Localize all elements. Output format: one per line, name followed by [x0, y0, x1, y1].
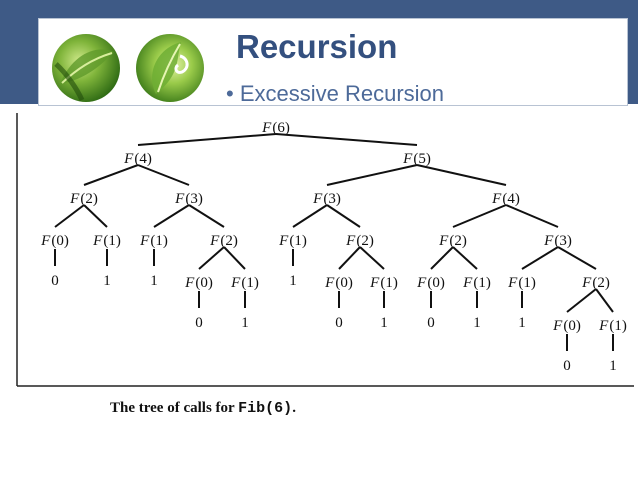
tree-node: F(0)	[324, 275, 353, 291]
tree-edge	[137, 133, 277, 146]
tree-node: F(4)	[123, 151, 152, 167]
tree-node: F(3)	[312, 191, 341, 207]
tree-node: F(1)	[369, 275, 398, 291]
tree-node: F(4)	[491, 191, 520, 207]
slide-header: Recursion • Excessive Recursion	[0, 0, 638, 106]
leaf-image	[52, 34, 120, 102]
base-case-value: 1	[518, 315, 526, 331]
tree-node: F(1)	[230, 275, 259, 291]
base-case-value: 0	[195, 315, 203, 331]
tree-edge	[521, 246, 559, 270]
tree-node: F(0)	[552, 318, 581, 334]
base-case-value: 1	[473, 315, 481, 331]
tree-edge	[326, 164, 418, 186]
tree-node: F(2)	[581, 275, 610, 291]
tree-node: F(1)	[598, 318, 627, 334]
tree-edge	[223, 246, 246, 270]
tree-node: F(1)	[278, 233, 307, 249]
tree-node: F(2)	[345, 233, 374, 249]
base-case-value: 1	[150, 273, 158, 289]
tree-edge	[359, 246, 385, 270]
tree-node: F(0)	[40, 233, 69, 249]
tree-edge	[153, 204, 190, 228]
tree-node: F(2)	[69, 191, 98, 207]
tree-edge	[83, 204, 108, 228]
tree-edge	[292, 204, 328, 228]
tree-node: F(3)	[174, 191, 203, 207]
tree-edge	[595, 288, 614, 313]
base-case-value: 0	[563, 358, 571, 374]
tree-node: F(2)	[209, 233, 238, 249]
tree-edge	[430, 246, 454, 270]
base-case-value: 1	[241, 315, 249, 331]
tree-edge	[505, 204, 559, 228]
caption-suffix: .	[292, 400, 296, 416]
tree-node: F(6)	[261, 120, 290, 136]
tree-edge	[275, 133, 418, 146]
tree-node: F(0)	[184, 275, 213, 291]
tree-edge	[137, 164, 190, 186]
tree-edge	[557, 246, 597, 270]
base-case-value: 0	[51, 273, 59, 289]
tree-node: F(2)	[438, 233, 467, 249]
base-case-value: 1	[103, 273, 111, 289]
tree-edge	[326, 204, 361, 228]
slide-title: Recursion	[236, 28, 398, 65]
tree-edge	[416, 164, 507, 186]
tree-node: F(0)	[416, 275, 445, 291]
tree-node: F(1)	[507, 275, 536, 291]
tree-edge	[83, 164, 139, 186]
base-case-value: 0	[427, 315, 435, 331]
base-case-value: 0	[335, 315, 343, 331]
slide-bullet: • Excessive Recursion	[226, 81, 445, 106]
tree-edge	[188, 204, 225, 228]
tree-node: F(1)	[462, 275, 491, 291]
tree-edge	[566, 288, 597, 313]
base-case-value: 1	[289, 273, 297, 289]
tree-edge	[452, 246, 478, 270]
leaf-image	[136, 34, 204, 102]
caption-text: The tree of calls for	[110, 400, 239, 416]
tree-edge	[198, 246, 225, 270]
figure-caption: The tree of calls for Fib(6).	[110, 400, 296, 417]
base-case-value: 1	[380, 315, 388, 331]
tree-edge	[54, 204, 85, 228]
caption-code: Fib(6)	[238, 400, 293, 417]
tree-node: F(3)	[543, 233, 572, 249]
tree-node: F(1)	[139, 233, 168, 249]
tree-edge	[338, 246, 361, 270]
tree-node: F(5)	[402, 151, 431, 167]
tree-node: F(1)	[92, 233, 121, 249]
base-case-value: 1	[609, 358, 617, 374]
tree-edge	[452, 204, 507, 228]
